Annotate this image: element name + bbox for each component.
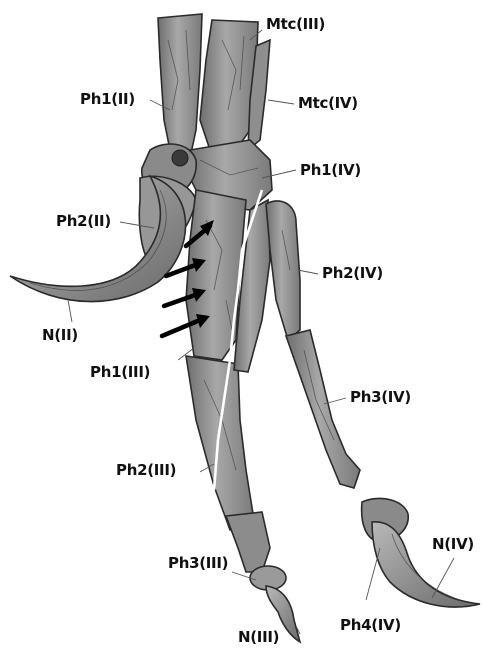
label-ph2-iii: Ph2(III) xyxy=(116,463,176,478)
label-ph1-iv: Ph1(IV) xyxy=(300,163,361,178)
label-ph4-iv: Ph4(IV) xyxy=(340,618,401,633)
label-ph3-iv: Ph3(IV) xyxy=(350,390,411,405)
metatarsal-ii-bone xyxy=(158,14,202,160)
label-ph1-iii: Ph1(III) xyxy=(90,365,150,380)
claw-n-ii xyxy=(10,176,186,302)
label-ph2-ii: Ph2(II) xyxy=(56,214,111,229)
label-ph2-iv: Ph2(IV) xyxy=(322,266,383,281)
label-n-ii: N(II) xyxy=(42,328,78,343)
ph2-iv-bone xyxy=(266,201,300,340)
label-ph3-iii: Ph3(III) xyxy=(168,556,228,571)
label-n-iii: N(III) xyxy=(238,630,279,645)
label-mtc-iii: Mtc(III) xyxy=(266,17,325,32)
ph3-iii-bone xyxy=(226,512,270,572)
label-ph1-ii: Ph1(II) xyxy=(80,92,135,107)
ph2-iii-bone xyxy=(186,356,254,530)
ph3-iv-bone xyxy=(286,330,360,488)
label-mtc-iv: Mtc(IV) xyxy=(298,96,358,111)
label-n-iv: N(IV) xyxy=(432,537,474,552)
